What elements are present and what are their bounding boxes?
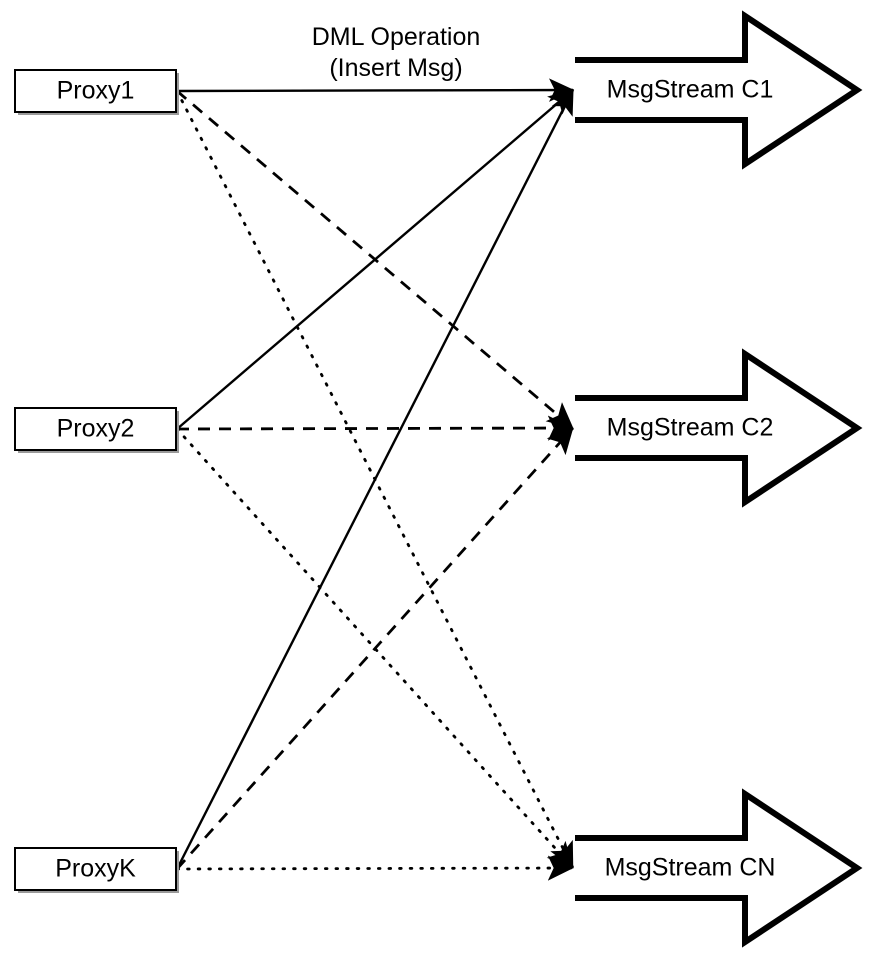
- proxy-box-rect: [14, 847, 177, 891]
- proxy-node-proxy2[interactable]: Proxy2: [14, 407, 179, 453]
- msgstream-arrow-shape: [575, 10, 863, 170]
- msgstream-label: MsgStream C2: [607, 414, 774, 442]
- dml-operation-caption-line1: DML Operation: [312, 23, 481, 51]
- msgstream-arrow-c2[interactable]: MsgStream C2: [575, 348, 863, 508]
- msgstream-label: MsgStream CN: [605, 854, 776, 882]
- link-proxy2-to-c1-solid: [176, 89, 574, 430]
- msgstream-arrow-cn[interactable]: MsgStream CN: [575, 788, 863, 948]
- proxy-box-rect: [14, 69, 177, 113]
- proxy-label: Proxy1: [57, 77, 135, 105]
- link-proxy2-to-c2-dashed: [176, 415, 574, 441]
- proxy-node-proxy1[interactable]: Proxy1: [14, 69, 179, 115]
- link-proxyk-to-cn-dotted: [175, 855, 575, 881]
- msgstream-arrow-shape: [575, 788, 863, 948]
- proxy-label: ProxyK: [55, 855, 136, 883]
- dml-operation-caption: DML Operation (Insert Msg): [312, 23, 481, 82]
- link-proxyk-to-c1-solid: [175, 88, 575, 870]
- msgstream-label: MsgStream C1: [607, 76, 774, 104]
- dml-operation-caption-line2: (Insert Msg): [329, 54, 462, 82]
- msgstream-arrows-layer: MsgStream C1 MsgStream C2 MsgStream CN: [575, 10, 863, 948]
- msgstream-arrow-c1[interactable]: MsgStream C1: [575, 10, 863, 170]
- proxy-label: Proxy2: [57, 415, 135, 443]
- proxy-box-rect: [14, 407, 177, 451]
- connection-links-layer: [175, 78, 575, 881]
- link-proxy1-to-c1-solid: [176, 78, 575, 102]
- proxy-node-proxyk[interactable]: ProxyK: [14, 847, 179, 893]
- link-proxyk-to-c2-dashed: [175, 427, 575, 870]
- msgstream-arrow-shape: [575, 348, 863, 508]
